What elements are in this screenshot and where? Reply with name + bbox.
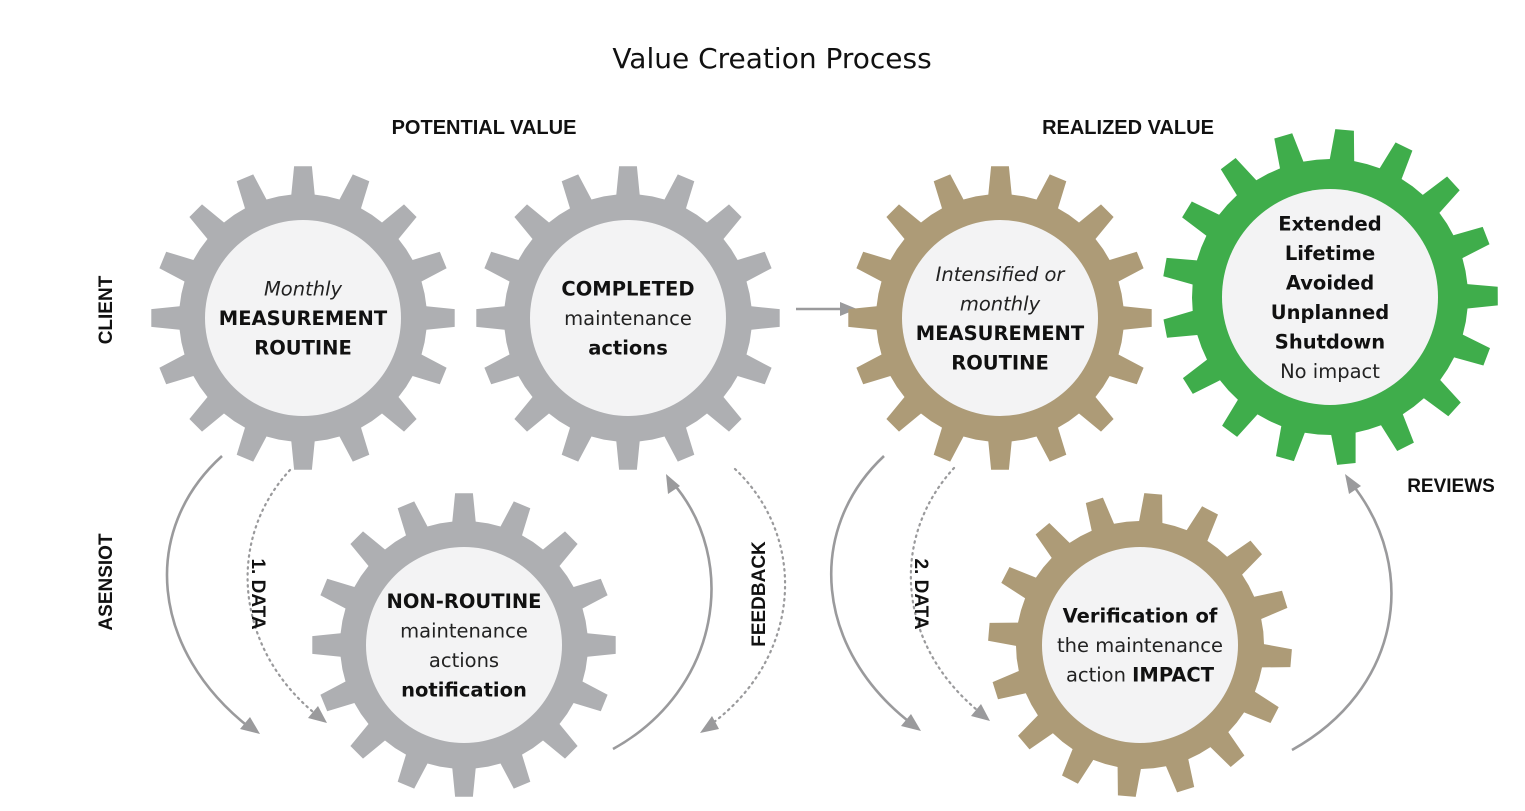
diagram-title: Value Creation Process [612, 42, 931, 75]
reviews-label: REVIEWS [1407, 476, 1495, 497]
arrowhead-icon [666, 474, 680, 494]
data-1-label: 1. DATA [247, 558, 268, 629]
arrowhead-icon [901, 714, 921, 731]
gear-label-line: actions [429, 649, 499, 672]
gear-label-line: Monthly [264, 278, 343, 301]
gear-label-line: Shutdown [1275, 330, 1385, 353]
realized-value-label: REALIZED VALUE [1042, 117, 1214, 139]
gear-label-line: monthly [960, 292, 1041, 315]
gear-label-line: actions [588, 337, 668, 360]
arrow-measurement-to-verification [830, 455, 913, 726]
gear-completed-maintenance: COMPLETED maintenance actions [476, 166, 780, 470]
gear-label-line: the maintenance [1057, 634, 1223, 657]
gear-center [366, 547, 562, 743]
gear-label-line: MEASUREMENT [916, 322, 1085, 345]
gear-label-line: Extended [1278, 212, 1381, 235]
arrow-feedback [708, 467, 787, 727]
gear-label-line: maintenance [400, 619, 528, 642]
arrowhead-icon [1345, 474, 1361, 494]
gear-center [205, 220, 401, 416]
gear-label-line: MEASUREMENT [219, 307, 388, 330]
data-2-label: 2. DATA [910, 558, 931, 629]
gear-verification-impact: Verification of the maintenance action IMP… [988, 493, 1292, 797]
gear-label-line: maintenance [564, 307, 692, 330]
gear-label-line: NON-ROUTINE [387, 590, 542, 613]
gear-label-line: notification [401, 678, 527, 701]
arrow-notification-to-completed [612, 481, 713, 751]
gear-label-line: COMPLETED [561, 278, 694, 301]
arrow-data-2 [909, 466, 984, 716]
gear-center [530, 220, 726, 416]
arrowhead-icon [308, 706, 327, 723]
gear-center [1222, 189, 1438, 405]
arrowhead-icon [971, 704, 990, 721]
gear-label-line: ROUTINE [951, 351, 1049, 374]
gear-label-fragment: IMPACT [1132, 664, 1215, 687]
potential-value-label: POTENTIAL VALUE [392, 117, 577, 139]
gear-label-line: Lifetime [1285, 242, 1375, 265]
gear-label-line: No impact [1280, 360, 1380, 383]
flow-arrows [165, 302, 1393, 752]
arrow-measurement-to-notification [165, 455, 251, 730]
gear-label: NON-ROUTINE maintenance actions notificatio… [387, 590, 542, 702]
gear-label-line: Verification of [1063, 605, 1218, 628]
client-row-label: CLIENT [96, 275, 117, 344]
arrow-reviews [1291, 483, 1393, 752]
gear-center [902, 220, 1098, 416]
gear-label: Verification of the maintenance action IMP… [1057, 605, 1223, 687]
gear-label: COMPLETED maintenance actions [561, 278, 694, 360]
gear-label-line: Unplanned [1271, 301, 1389, 324]
asensiot-row-label: ASENSIOT [96, 533, 117, 631]
arrow-data-1 [246, 468, 320, 718]
arrowhead-icon [700, 716, 719, 733]
gear-label-line: action IMPACT [1066, 664, 1215, 687]
gear-non-routine-notification: NON-ROUTINE maintenance actions notificatio… [312, 493, 616, 797]
gear-label-line: Avoided [1286, 271, 1374, 294]
gear-label-line: ROUTINE [254, 337, 352, 360]
arrowhead-icon [240, 717, 260, 734]
gear-center [1042, 547, 1238, 743]
gear-label-line: Intensified or [936, 263, 1067, 286]
feedback-label: FEEDBACK [749, 541, 770, 647]
gear-label-fragment: action [1066, 664, 1132, 687]
arrowhead-icon [840, 302, 857, 316]
